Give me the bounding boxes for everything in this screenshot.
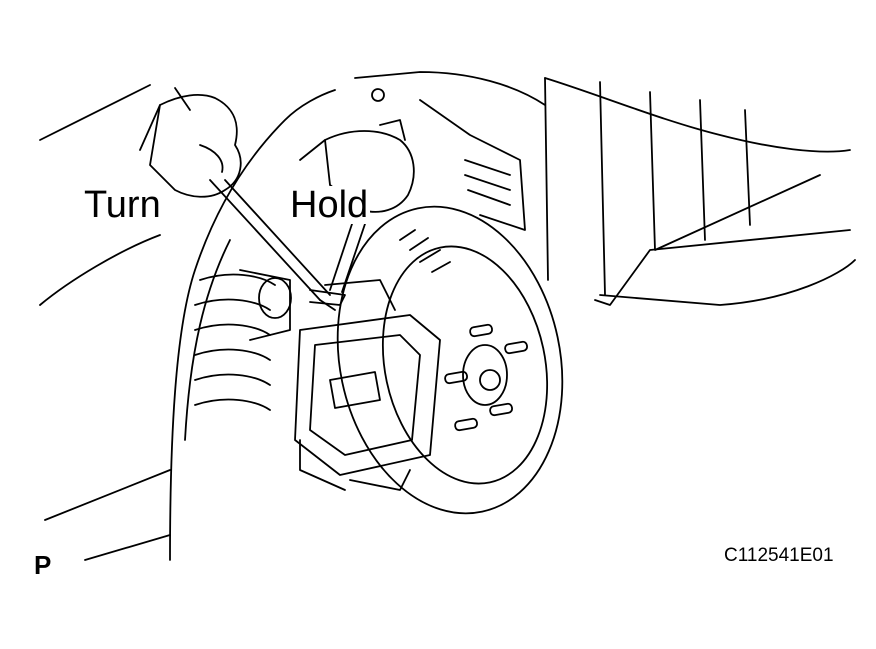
figure-code: C112541E01 (724, 545, 834, 566)
right-hand-with-wrench (299, 119, 415, 306)
turn-label: Turn (82, 184, 163, 226)
fender-outline (39, 84, 336, 561)
hold-label: Hold (288, 184, 371, 226)
wheel-housing (354, 71, 856, 306)
view-marker: P (34, 550, 52, 580)
strut-spring (194, 269, 292, 411)
left-hand-with-wrench (139, 87, 336, 311)
brake-rotor (336, 205, 564, 515)
brake-caliper (294, 279, 441, 491)
